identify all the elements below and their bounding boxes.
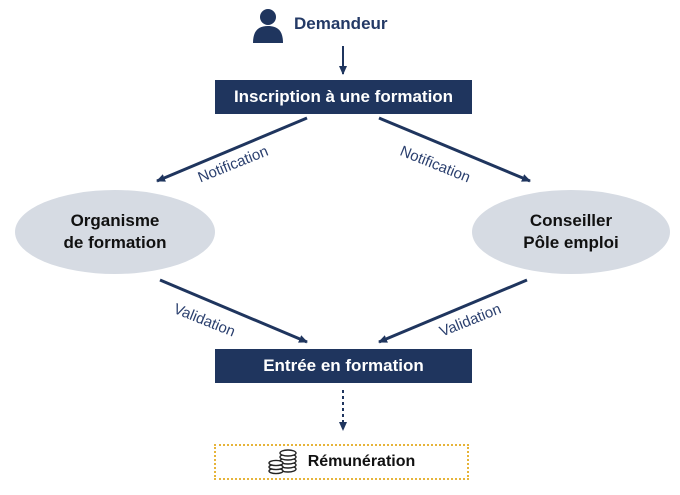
coins-icon (268, 449, 298, 475)
conseiller-line1: Conseiller (529, 211, 613, 230)
conseiller-line2: Pôle emploi (523, 233, 619, 252)
organisme-line2: de formation (63, 233, 167, 252)
user-icon (252, 8, 284, 44)
requester-label: Demandeur (294, 14, 388, 33)
arrow-organisme-to-entree (159, 278, 308, 344)
inscription-step: Inscription à une formation (215, 80, 472, 114)
organisme-de-formation: Organisme de formation (15, 190, 215, 274)
entree-step: Entrée en formation (215, 349, 472, 383)
arrow-to-organisme (156, 116, 308, 183)
remuneration-box: Rémunération (214, 444, 469, 480)
organisme-line1: Organisme (70, 211, 160, 230)
arrow-conseiller-to-entree (378, 278, 528, 344)
conseiller-pole-emploi: Conseiller Pôle emploi (472, 190, 670, 274)
arrow-to-conseiller (378, 116, 531, 183)
remuneration-label: Rémunération (307, 453, 416, 470)
